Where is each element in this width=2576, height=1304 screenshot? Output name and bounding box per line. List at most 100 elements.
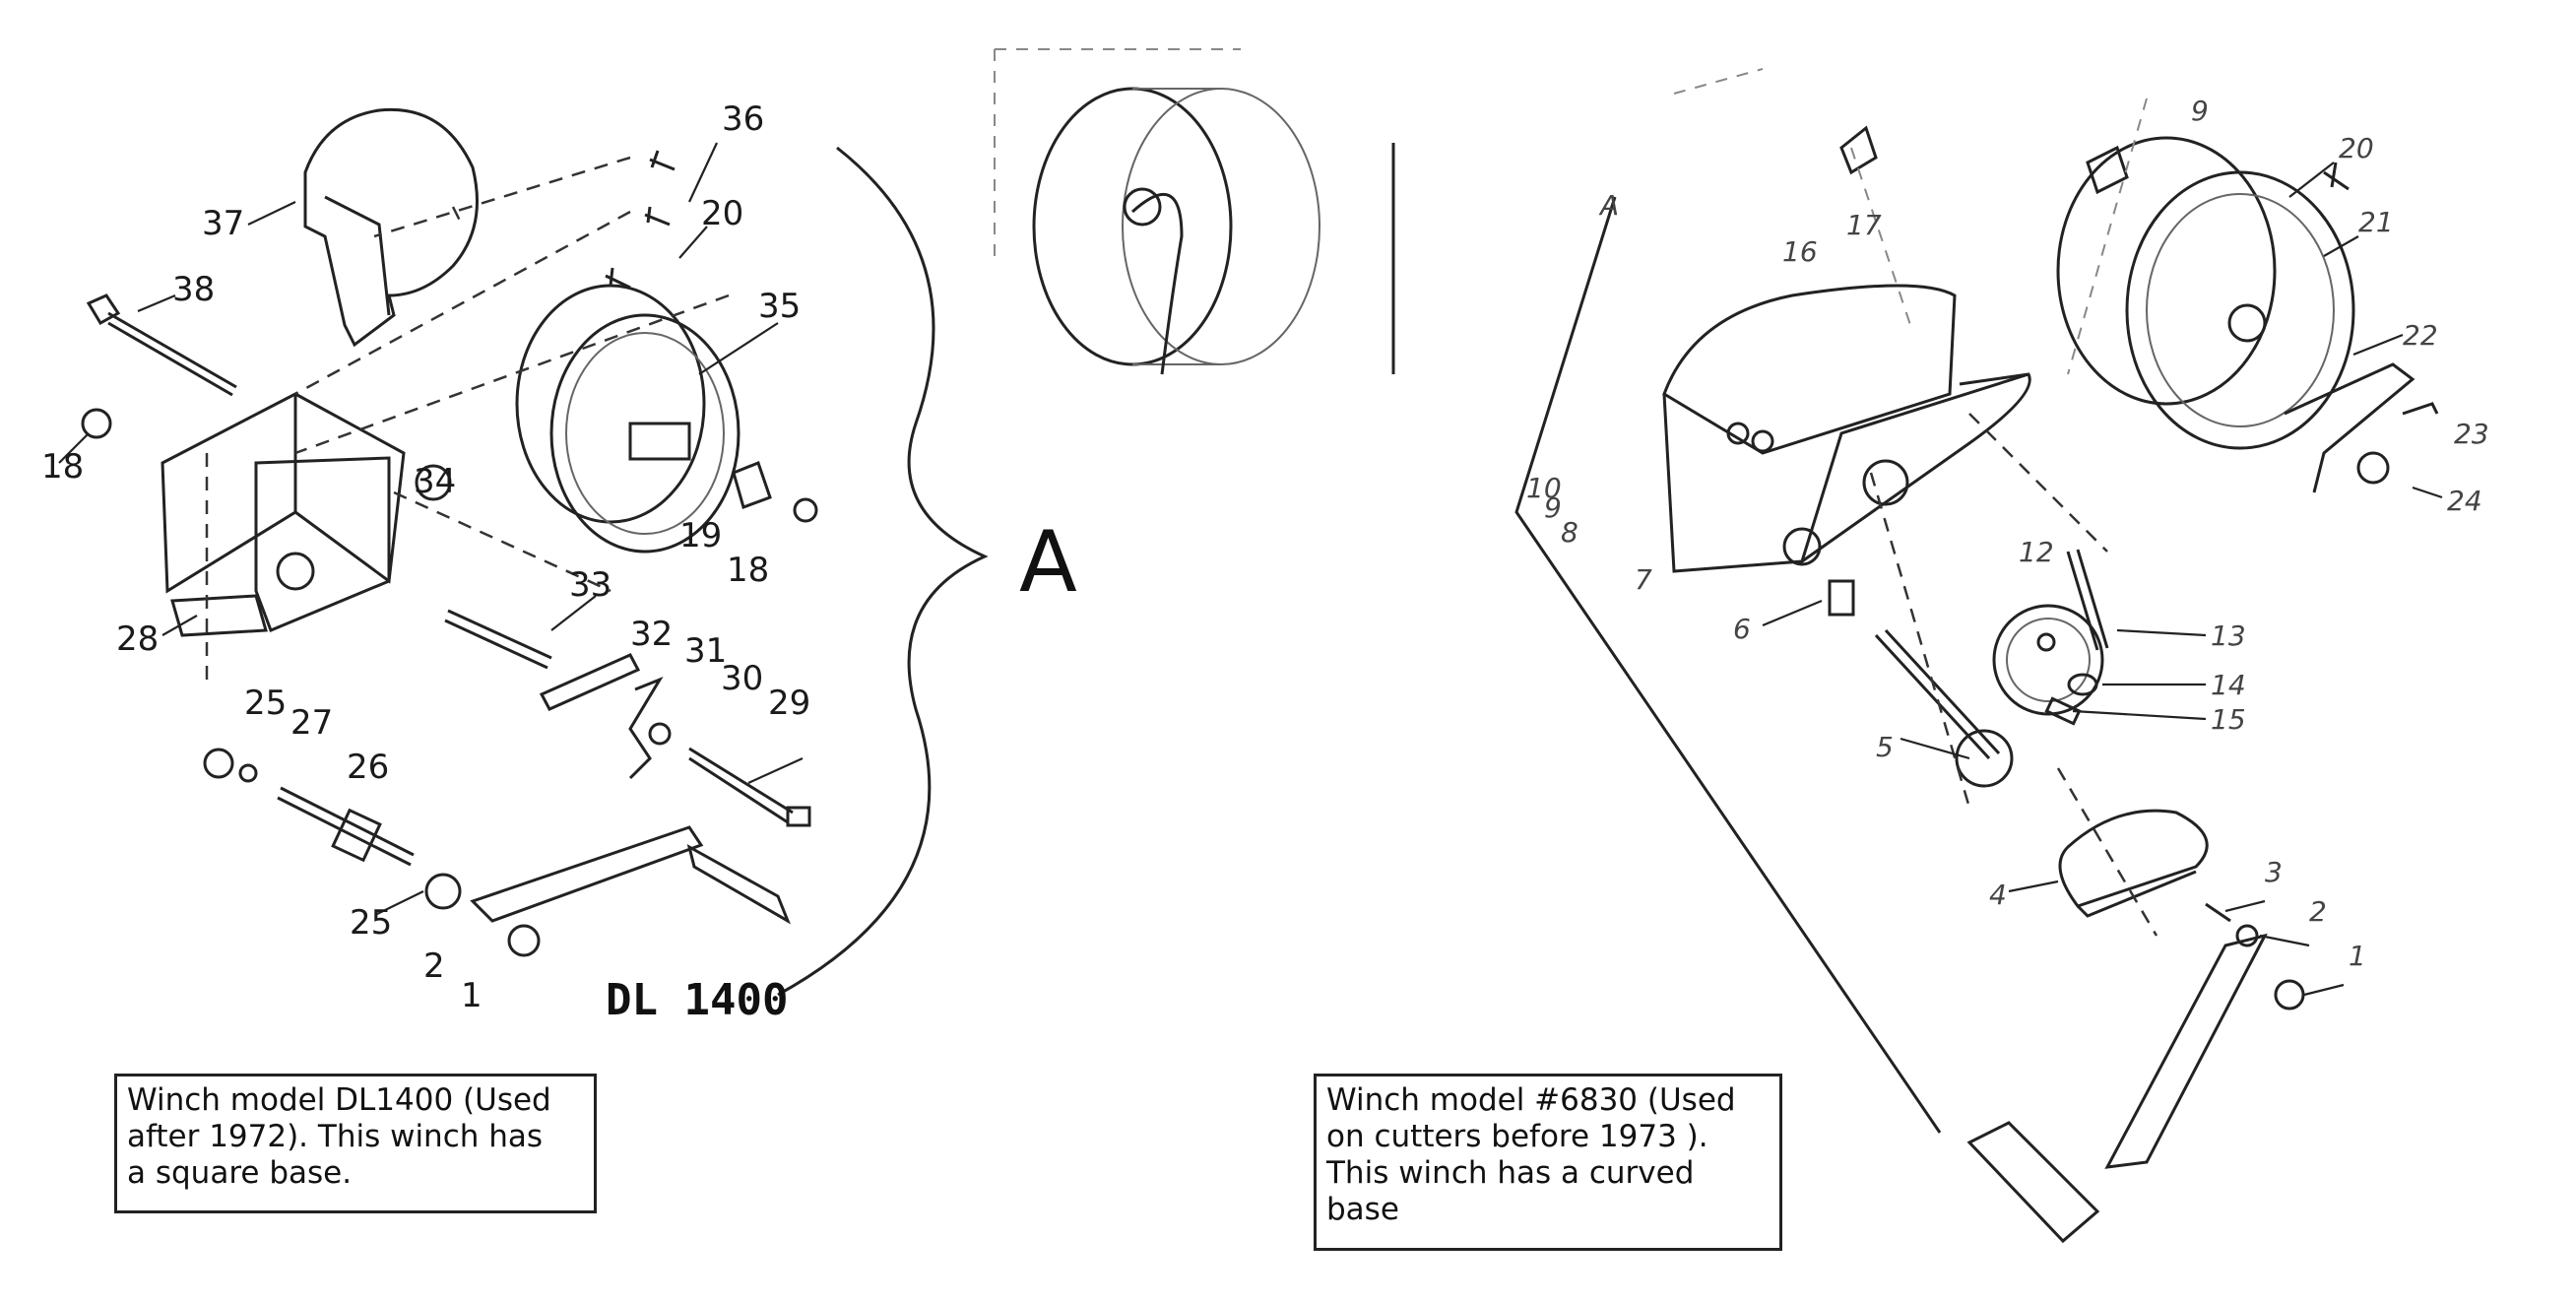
leader-35 [698,322,779,375]
callout-r10: 10 [1526,472,1562,504]
callout-27: 27 [290,703,333,743]
part-32-plate [539,653,641,711]
center-frame-lines [994,48,1241,266]
callout-34: 34 [414,462,456,501]
callout-28: 28 [116,619,159,659]
part-21-drum-rear [2056,136,2277,406]
callout-36: 36 [722,99,764,139]
part-26-shaft [277,786,415,867]
callout-30: 30 [721,659,763,698]
part-base-hole-a [1862,459,1909,506]
right-assembly-lines-2 [1850,98,2148,375]
callout-r7: 7 [1635,563,1652,596]
part-36-screw-b [644,206,671,227]
model-label-dl1400: DL 1400 [606,975,788,1025]
callout-35: 35 [758,287,801,326]
caption-left-line-1: Winch model DL1400 (Used [127,1082,551,1118]
part-25-bushing-top [203,748,234,779]
part-20-screw [605,267,631,290]
part-28-frame-plate [254,456,391,632]
part-2-washer [2235,924,2259,947]
callout-r22: 22 [2403,319,2438,352]
leader-r24 [2412,486,2443,499]
callout-18-left: 18 [41,447,84,487]
callout-19: 19 [679,516,722,555]
caption-left-dl1400: Winch model DL1400 (Used after 1972). Th… [114,1074,597,1213]
center-drum-back [1122,88,1320,365]
callout-r13: 13 [2211,619,2246,652]
callout-r12: 12 [2019,536,2054,568]
center-drum-body [1132,88,1221,365]
part-28-frame-back [294,392,406,584]
part-12-gear-inner [2006,618,2091,702]
part-2-handle-grip [686,844,792,925]
part-28-frame-hole [276,552,315,591]
part-13-shaft [2066,549,2109,651]
part-10-washer [1726,422,1750,445]
part-12-gear [1992,604,2104,716]
part-21-drum-teeth [2146,193,2335,427]
leader-18 [58,432,90,464]
callout-32: 32 [630,615,673,654]
caption-right-line-3: This winch has a curved [1326,1155,1695,1191]
part-crank-grip [1966,1121,2100,1244]
leader-25 [376,890,424,915]
callout-31: 31 [684,631,727,671]
part-23-spring [2402,402,2439,416]
part-35-drum-hub [628,422,691,461]
callout-38: 38 [172,270,215,309]
part-5-shaft [1874,628,2001,760]
part-29-bolt-head [786,806,811,827]
part-21-drum-gear [2125,170,2355,450]
part-16-curved-base [1662,284,1957,455]
part-36-screw-a [649,150,676,171]
callout-r9-top: 9 [2191,95,2209,127]
part-5-pinion [1955,729,2014,788]
part-26-pinion [331,808,382,863]
part-20-screw [2323,162,2350,191]
part-4-cover [2058,809,2209,908]
callout-r20: 20 [2339,132,2374,164]
leader-20 [678,226,708,259]
part-38-bolt-shank [107,311,237,397]
callout-25-top: 25 [244,684,287,723]
callout-r24: 24 [2447,485,2482,517]
part-19-pawl [732,461,772,509]
part-base-hole-b [1782,527,1822,566]
part-33-shaft [444,609,552,670]
callout-37: 37 [202,204,244,243]
part-1-nut [507,924,541,957]
right-frame-outline [1514,196,1942,1134]
callout-1: 1 [461,976,483,1015]
callout-25-bottom: 25 [350,903,392,943]
callout-26: 26 [347,748,389,787]
right-assembly-lines [1869,413,2158,937]
part-37-cover-edge [324,195,391,316]
callout-r1: 1 [2349,940,2366,972]
callout-r15: 15 [2211,703,2246,736]
part-3-screw [2205,902,2231,923]
callout-33: 33 [569,565,612,605]
leader-r4 [2008,880,2059,893]
callout-r17: 17 [1846,209,1882,241]
center-drum-spring [1130,192,1184,375]
part-8-base-edge [1800,372,2029,562]
part-1-nut [2274,979,2305,1011]
leader-r6 [1762,599,1823,627]
callout-r21: 21 [2358,206,2394,238]
part-31-spring [628,676,664,780]
center-drum-hub [1123,187,1162,227]
leader-r15 [2072,709,2207,721]
right-winch-exploded-view: A 16 17 9 20 21 22 23 24 10 9 8 7 6 12 1… [1514,68,2489,1244]
caption-left-line-3: a square base. [127,1155,353,1191]
callout-r16: 16 [1782,235,1818,268]
part-35-drum-teeth [565,332,725,535]
callout-r6: 6 [1733,613,1751,645]
right-top-dashes [1673,68,1764,95]
part-38-bolt-head [86,293,121,326]
center-drum-detail [994,48,1395,375]
part-29-bolt [688,747,794,824]
leader-36 [688,142,718,203]
part-25-bushing-bottom [424,873,462,910]
